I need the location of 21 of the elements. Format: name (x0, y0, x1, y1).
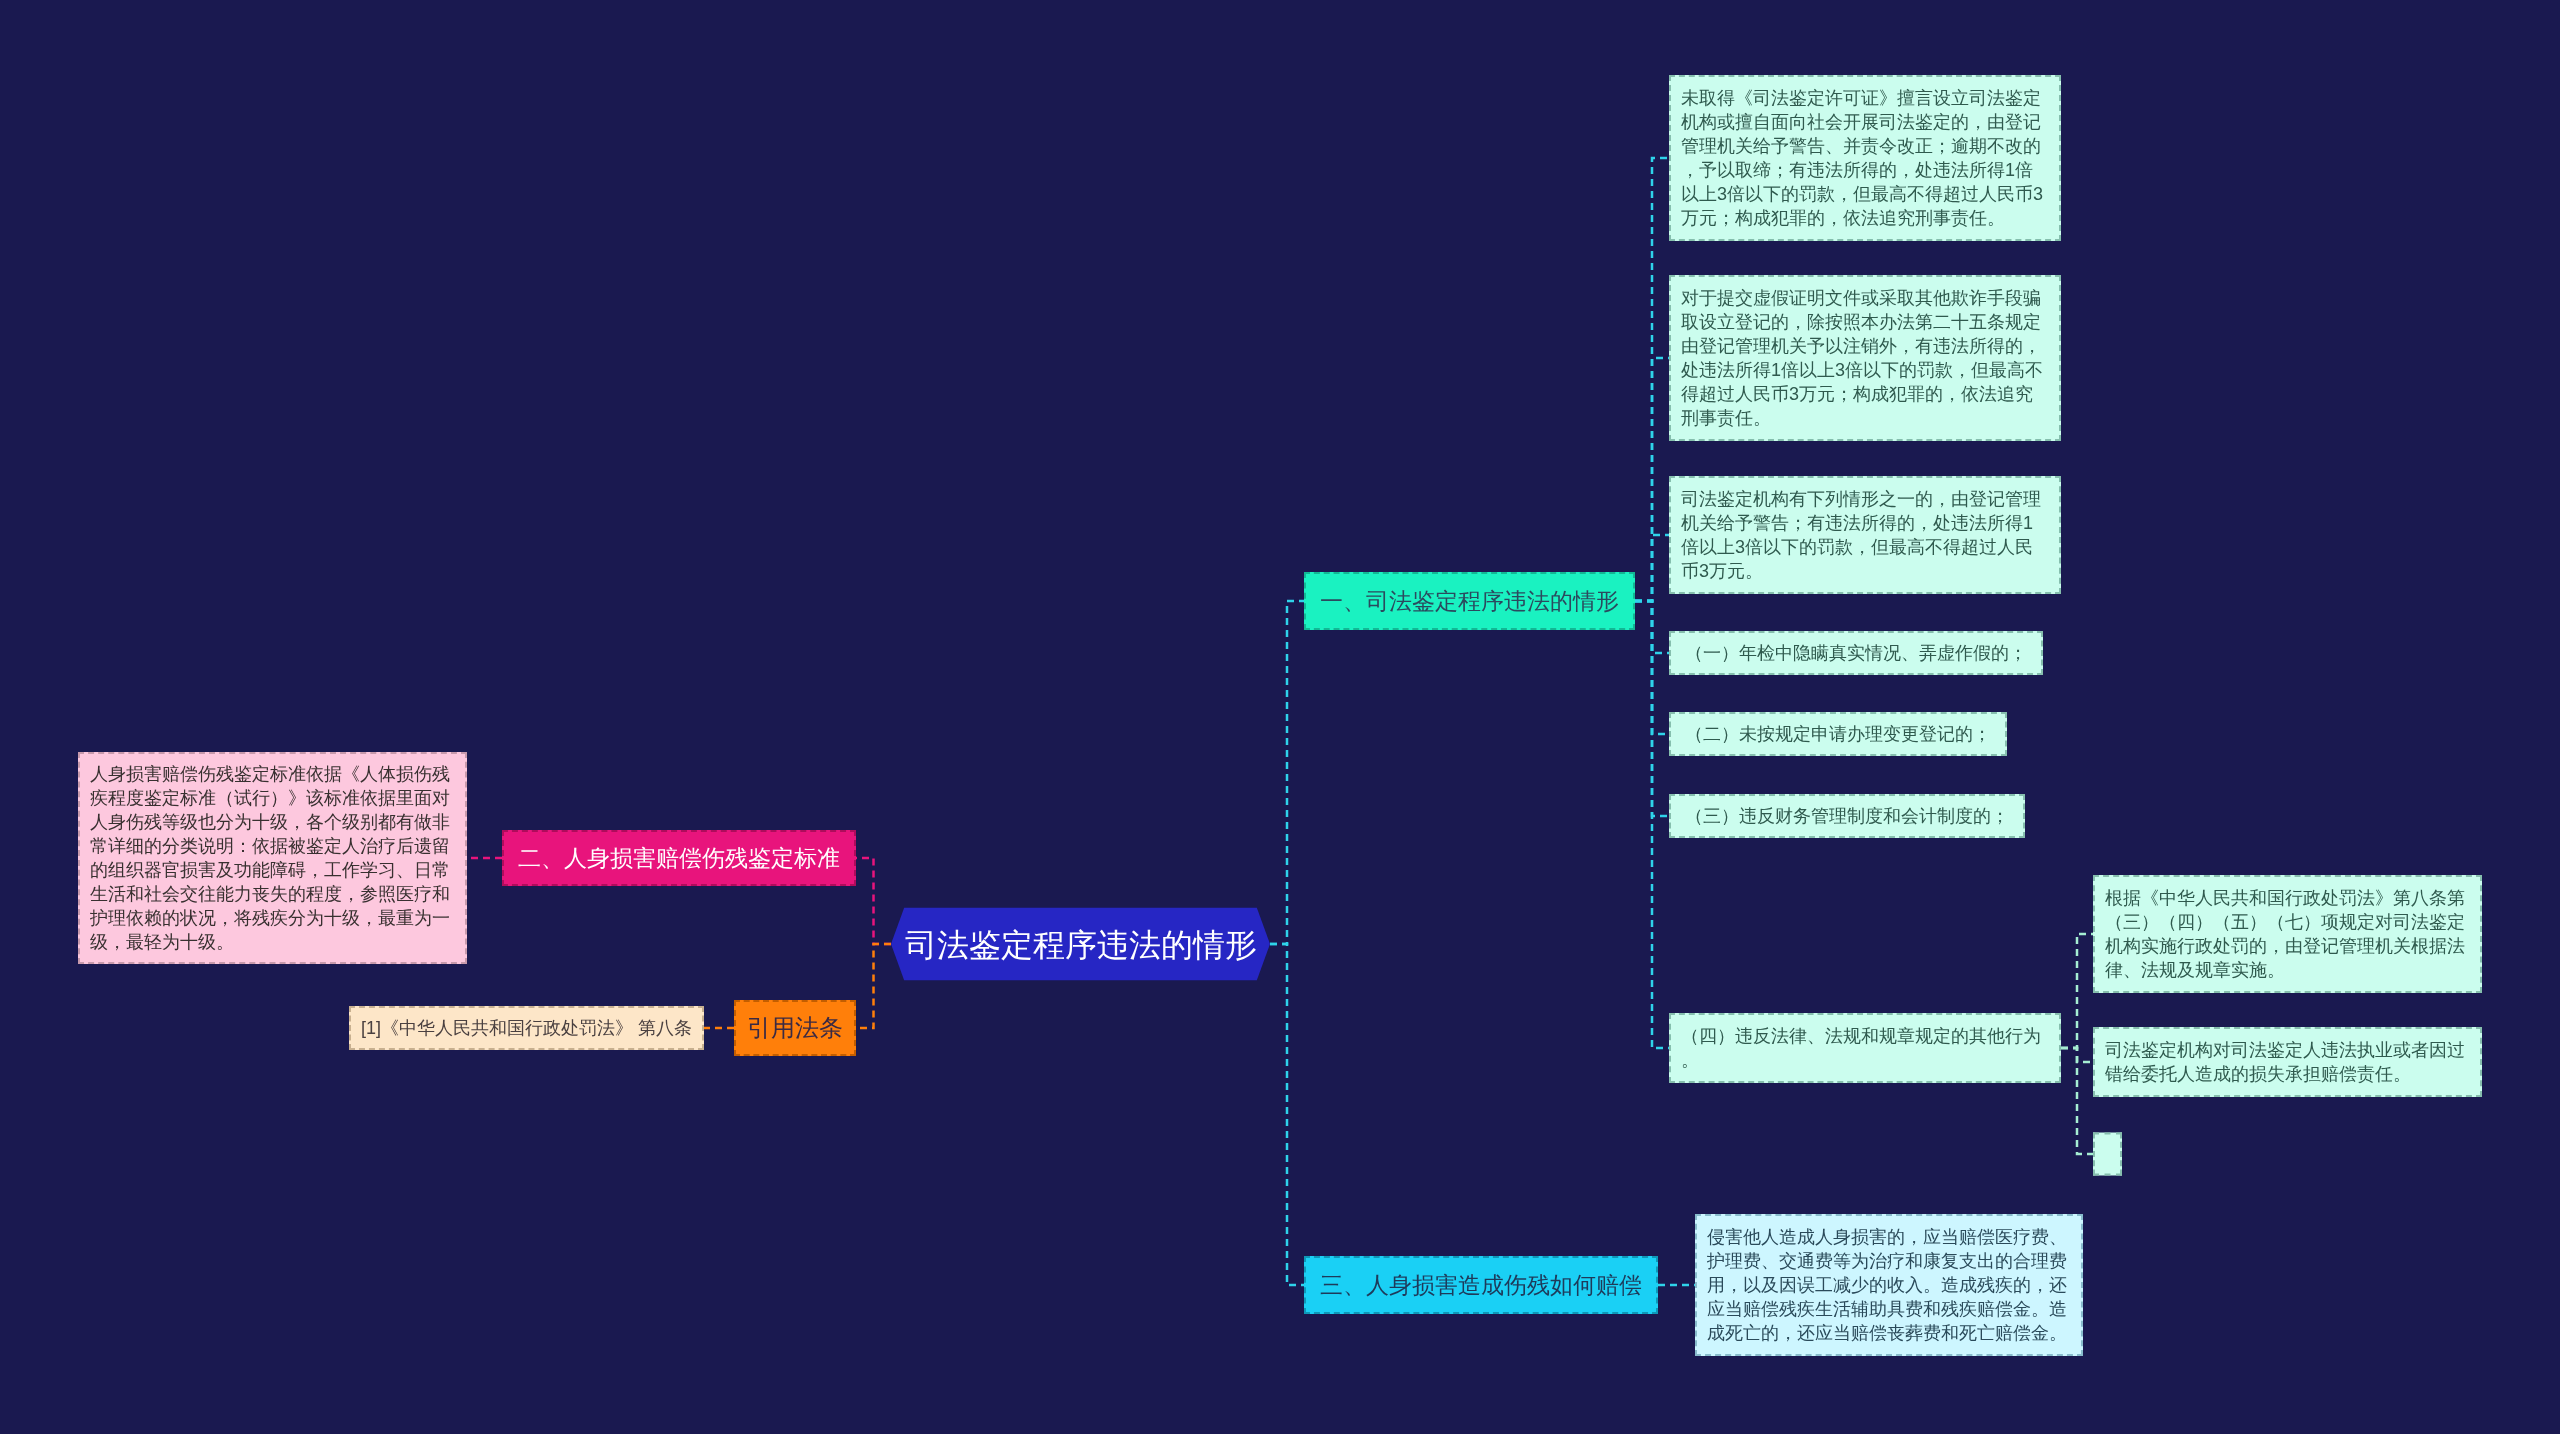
branch-topic: 一、司法鉴定程序违法的情形 (1304, 572, 1635, 630)
detail-card: 根据《中华人民共和国行政处罚法》第八条第（三）（四）（五）（七）项规定对司法鉴定机构实施行政处罚的，由登记管理机关根据法律、法规及规章实施。 (2093, 875, 2482, 993)
branch-topic: 二、人身损害赔偿伤残鉴定标准 (502, 830, 856, 886)
central-topic: 司法鉴定程序违法的情形 (891, 907, 1270, 981)
detail-card: 未取得《司法鉴定许可证》擅言设立司法鉴定机构或擅自面向社会开展司法鉴定的，由登记管理机关给予警告、并责令改正；逾期不改的，予以取缔；有违法所得的，处违法所得1倍以上3倍以下的罚款，但最高不得超过人民币3万元；构成犯罪的，依法追究刑事责任。 (1669, 75, 2061, 241)
detail-card: （一）年检中隐瞒真实情况、弄虚作假的； (1669, 631, 2043, 675)
detail-card: 司法鉴定机构有下列情形之一的，由登记管理机关给予警告；有违法所得的，处违法所得1倍以上3倍以下的罚款，但最高不得超过人民币3万元。 (1669, 476, 2061, 594)
connector (704, 1026, 734, 1030)
empty-card (2093, 1132, 2122, 1176)
detail-card: 人身损害赔偿伤残鉴定标准依据《人体损伤残疾程度鉴定标准（试行）》该标准依据里面对人身伤残等级也分为十级，各个级别都有做非常详细的分类说明：依据被鉴定人治疗后遗留的组织器官损害及功能障碍，工作学习、日常生活和社会交往能力丧失的程度，参照医疗和护理依赖的状况，将残疾分为十级，最重为一级，最轻为十级。 (78, 752, 467, 964)
detail-card: （二）未按规定申请办理变更登记的； (1669, 712, 2007, 756)
detail-card: （四）违反法律、法规和规章规定的其他行为。 (1669, 1013, 2061, 1083)
detail-card: 侵害他人造成人身损害的，应当赔偿医疗费、护理费、交通费等为治疗和康复支出的合理费用，以及因误工减少的收入。造成残疾的，还应当赔偿残疾生活辅助具费和残疾赔偿金。造成死亡的，还应当赔偿丧葬费和死亡赔偿金。 (1695, 1214, 2083, 1356)
connector (1270, 942, 1304, 1287)
connector (2061, 1046, 2093, 1156)
branch-topic: 三、人身损害造成伤残如何赔偿 (1304, 1256, 1658, 1314)
reference-card: [1]《中华人民共和国行政处罚法》 第八条 (349, 1006, 704, 1050)
detail-card: 对于提交虚假证明文件或采取其他欺诈手段骗取设立登记的，除按照本办法第二十五条规定由登记管理机关予以注销外，有违法所得的，处违法所得1倍以上3倍以下的罚款，但最高不得超过人民币3万元；构成犯罪的，依法追究刑事责任。 (1669, 275, 2061, 441)
detail-card: （三）违反财务管理制度和会计制度的； (1669, 794, 2025, 838)
detail-card: 司法鉴定机构对司法鉴定人违法执业或者因过错给委托人造成的损失承担赔偿责任。 (2093, 1027, 2482, 1097)
branch-topic: 引用法条 (734, 1000, 856, 1056)
